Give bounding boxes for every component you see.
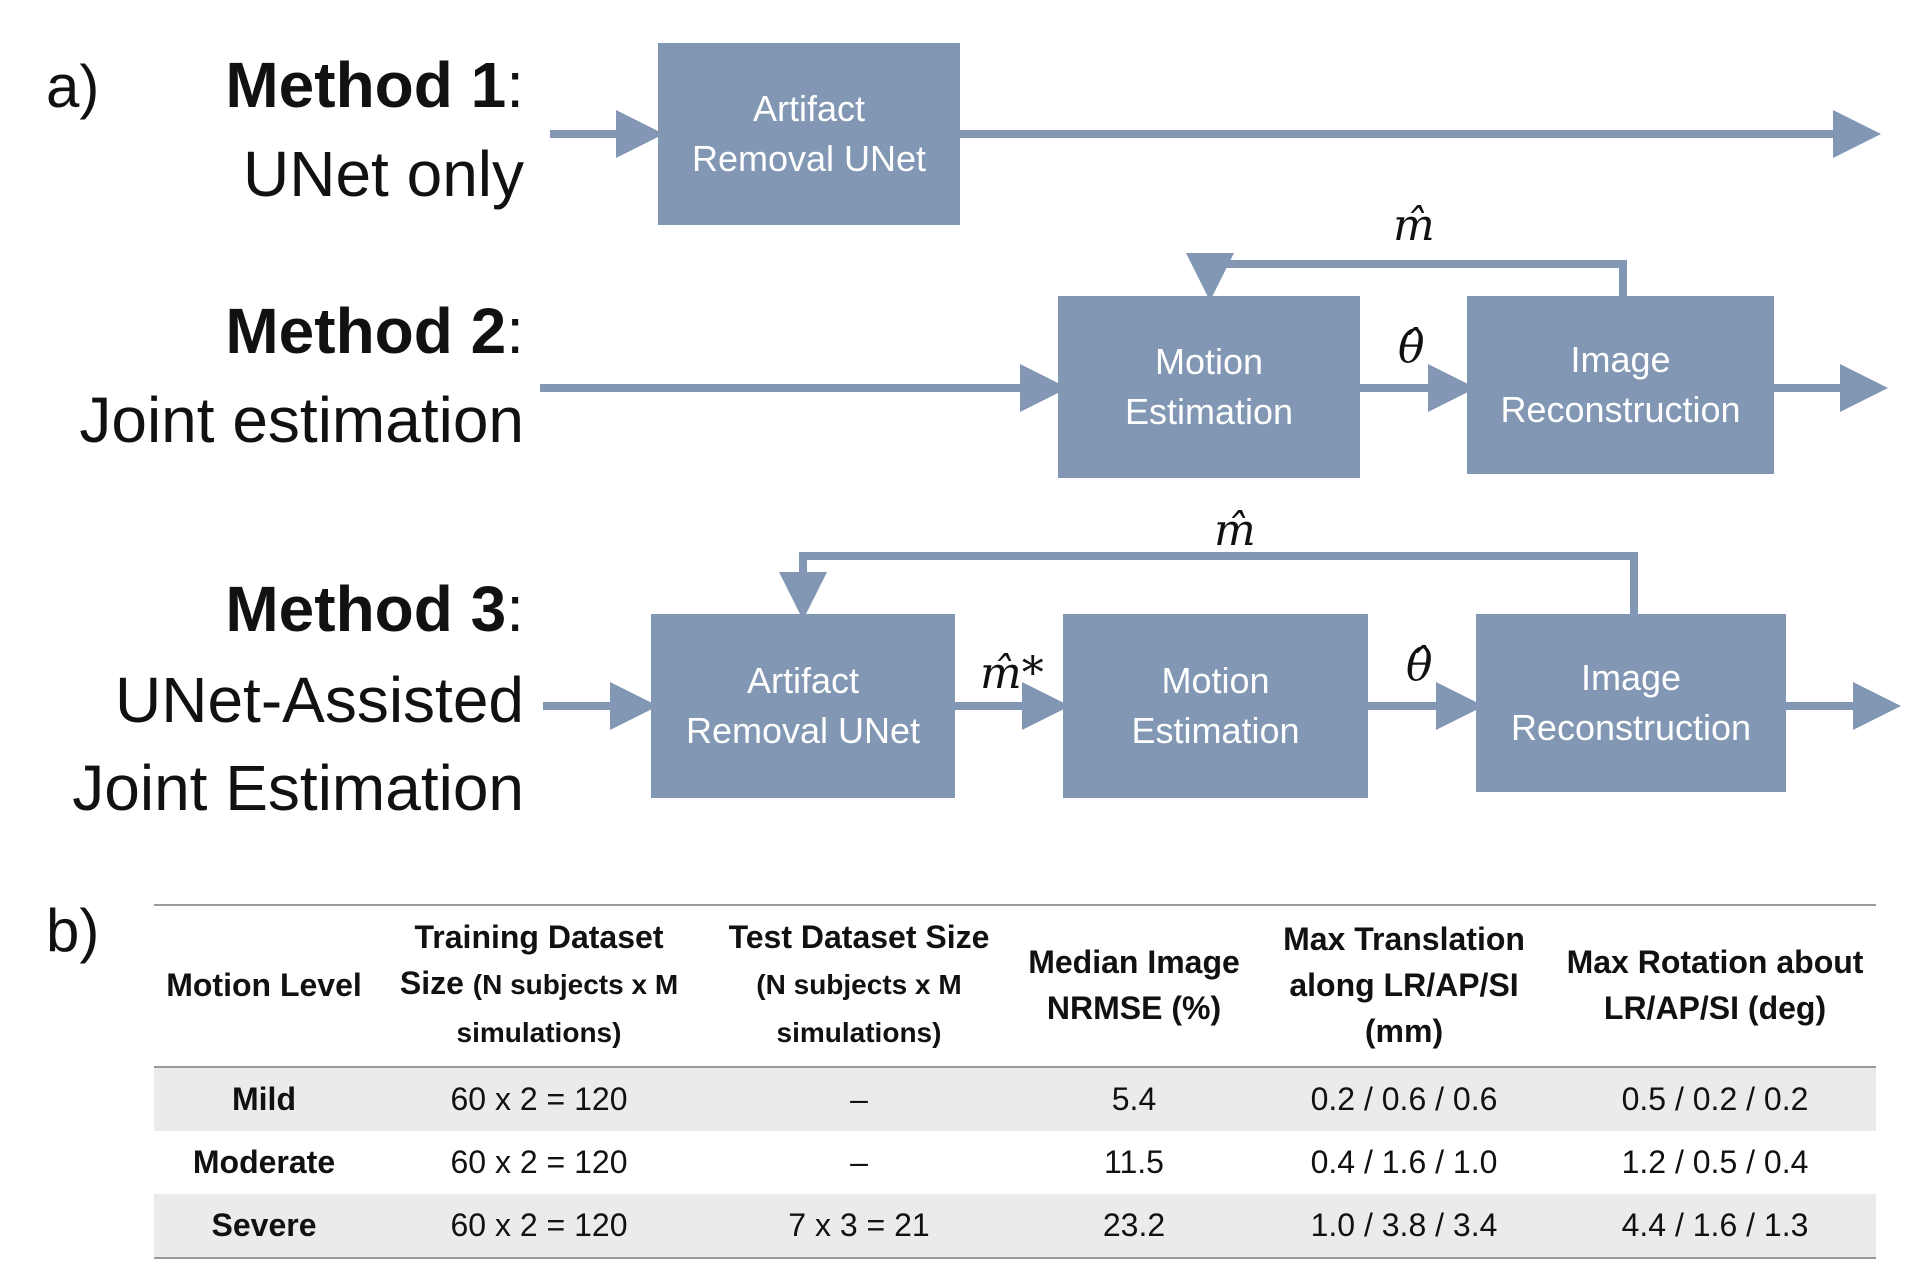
cell-level: Severe bbox=[154, 1194, 374, 1259]
m3-artifact-removal-unet-box: Artifact Removal UNet bbox=[651, 614, 955, 798]
panel-a-label: a) bbox=[46, 53, 100, 120]
cell-nrmse: 5.4 bbox=[1014, 1067, 1254, 1131]
method3-subtitle-line1: UNet-Assisted bbox=[115, 664, 524, 736]
header-training-size: Training Dataset Size (N subjects x M si… bbox=[374, 904, 704, 1068]
box-line: Reconstruction bbox=[1500, 389, 1741, 430]
header-main: Test Dataset Size bbox=[728, 919, 990, 955]
method1-subtitle: UNet only bbox=[243, 138, 524, 210]
method2-title-colon: : bbox=[506, 295, 524, 367]
box-line: Motion bbox=[1161, 660, 1270, 701]
header-max-translation: Max Translation along LR/AP/SI (mm) bbox=[1254, 904, 1554, 1068]
header-motion-level: Motion Level bbox=[154, 904, 374, 1068]
m2-feedback-arrow bbox=[1186, 253, 1627, 301]
m2-feedback-m-hat-symbol: m̂ bbox=[1393, 200, 1435, 251]
method1-title-bold: Method 1 bbox=[225, 49, 507, 121]
method3-title-bold: Method 3 bbox=[225, 573, 507, 645]
m2-motion-estimation-box: Motion Estimation bbox=[1058, 296, 1360, 478]
cell-nrmse: 23.2 bbox=[1014, 1194, 1254, 1259]
box-line: Artifact bbox=[752, 88, 866, 129]
m3-feedback-arrow bbox=[779, 552, 1638, 620]
box-line: Image bbox=[1580, 657, 1682, 698]
table-row: Severe 60 x 2 = 120 7 x 3 = 21 23.2 1.0 … bbox=[154, 1194, 1876, 1259]
cell-level: Moderate bbox=[192, 1144, 336, 1180]
cell-training: 60 x 2 = 120 bbox=[374, 1067, 704, 1131]
cell-translation: 0.4 / 1.6 / 1.0 bbox=[1310, 1144, 1498, 1180]
header-max-rotation: Max Rotation about LR/AP/SI (deg) bbox=[1554, 904, 1876, 1068]
box-line: Artifact bbox=[746, 660, 860, 701]
cell-test: – bbox=[704, 1067, 1014, 1131]
panel-b-label: b) bbox=[46, 897, 100, 964]
box-line: Estimation bbox=[1124, 391, 1294, 432]
method2-subtitle: Joint estimation bbox=[79, 384, 524, 456]
box-line: Reconstruction bbox=[1510, 707, 1752, 748]
box-line: Estimation bbox=[1131, 710, 1300, 751]
header-test-size: Test Dataset Size (N subjects x M simulat… bbox=[704, 904, 1014, 1068]
box-line: Removal UNet bbox=[691, 138, 927, 179]
header-main: Motion Level bbox=[166, 967, 362, 1003]
method3-title: Method 3: bbox=[225, 574, 524, 644]
cell-rotation: 4.4 / 1.6 / 1.3 bbox=[1554, 1194, 1876, 1259]
m2-theta-hat-symbol: θ̂ bbox=[1398, 322, 1425, 373]
table-row: Moderate 60 x 2 = 120 – 11.5 0.4 / 1.6 /… bbox=[154, 1131, 1876, 1194]
header-main: Max Translation along LR/AP/SI (mm) bbox=[1283, 921, 1525, 1049]
header-note: (N subjects x M simulations) bbox=[756, 969, 962, 1048]
header-main: Median Image NRMSE (%) bbox=[1028, 944, 1240, 1026]
method2-title-bold: Method 2 bbox=[225, 295, 507, 367]
m3-theta-hat-symbol: θ̂ bbox=[1406, 640, 1433, 691]
cell-rotation: 0.5 / 0.2 / 0.2 bbox=[1554, 1067, 1876, 1131]
header-main: Training Dataset Size bbox=[399, 919, 664, 1001]
box-line: Image bbox=[1570, 339, 1671, 380]
table-header-row: Motion Level Training Dataset Size (N su… bbox=[154, 904, 1876, 1068]
header-nrmse: Median Image NRMSE (%) bbox=[1014, 904, 1254, 1068]
cell-nrmse: 11.5 bbox=[1104, 1144, 1164, 1180]
cell-level: Mild bbox=[154, 1067, 374, 1131]
header-note: (N subjects x M simulations) bbox=[456, 969, 679, 1048]
cell-rotation: 1.2 / 0.5 / 0.4 bbox=[1621, 1144, 1809, 1180]
cell-translation: 1.0 / 3.8 / 3.4 bbox=[1254, 1194, 1554, 1259]
m2-image-reconstruction-box: Image Reconstruction bbox=[1467, 296, 1774, 474]
cell-translation: 0.2 / 0.6 / 0.6 bbox=[1254, 1067, 1554, 1131]
table-row: Mild 60 x 2 = 120 – 5.4 0.2 / 0.6 / 0.6 … bbox=[154, 1067, 1876, 1131]
cell-training: 60 x 2 = 120 bbox=[374, 1194, 704, 1259]
simulation-parameters-table: Motion Level Training Dataset Size (N su… bbox=[154, 904, 1876, 1259]
box-line: Removal UNet bbox=[685, 710, 921, 751]
method3-subtitle-line2: Joint Estimation bbox=[72, 752, 524, 824]
m3-feedback-m-hat-symbol: m̂ bbox=[1214, 505, 1256, 556]
method1-title-colon: : bbox=[506, 49, 524, 121]
m1-artifact-removal-unet-box: Artifact Removal UNet bbox=[658, 43, 960, 225]
method3-title-colon: : bbox=[506, 573, 524, 645]
cell-training: 60 x 2 = 120 bbox=[450, 1144, 628, 1180]
m3-image-reconstruction-box: Image Reconstruction bbox=[1476, 614, 1786, 792]
m3-motion-estimation-box: Motion Estimation bbox=[1063, 614, 1368, 798]
header-main: Max Rotation about LR/AP/SI (deg) bbox=[1566, 944, 1864, 1026]
method2-title: Method 2: bbox=[225, 296, 524, 366]
cell-test: – bbox=[850, 1144, 868, 1180]
method1-title: Method 1: bbox=[225, 50, 524, 120]
m3-m-star-symbol: m̂* bbox=[980, 648, 1044, 699]
box-line: Motion bbox=[1154, 341, 1264, 382]
cell-test: 7 x 3 = 21 bbox=[704, 1194, 1014, 1259]
